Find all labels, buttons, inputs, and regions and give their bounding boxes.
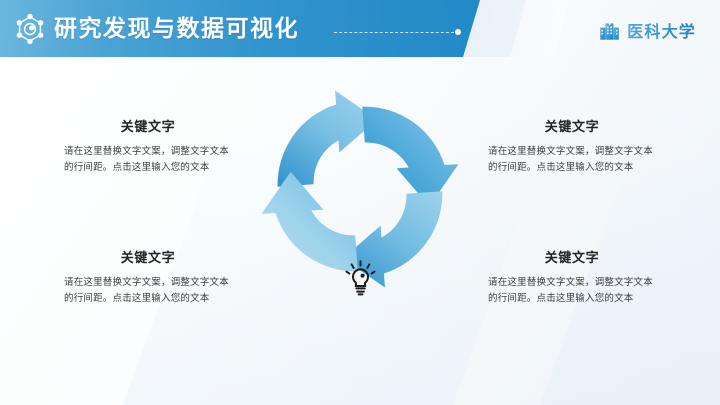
text-block-body: 请在这里替换文字文案，调整文字文本的行间距。点击这里输入您的文本 <box>64 277 229 304</box>
page-title: 研究发现与数据可视化 <box>54 15 299 41</box>
slide-body: 关键文字 请在这里替换文字文案，调整文字文本的行间距。点击这里输入您的文本 关键… <box>0 57 720 405</box>
text-block-heading: 关键文字 <box>120 250 176 265</box>
text-block-heading: 关键文字 <box>120 119 176 134</box>
header-blue-bar <box>0 0 480 57</box>
text-block-top-right: 关键文字 请在这里替换文字文案，调整文字文本的行间距。点击这里输入您的文本 <box>488 119 656 176</box>
text-block-heading: 关键文字 <box>544 250 600 265</box>
text-block-body: 请在这里替换文字文案，调整文字文本的行间距。点击这里输入您的文本 <box>64 146 229 173</box>
lightbulb-idea-icon <box>344 260 377 296</box>
text-block-top-left: 关键文字 请在这里替换文字文案，调整文字文本的行间距。点击这里输入您的文本 <box>64 119 232 176</box>
organization-badge: 医科大学 <box>599 18 696 42</box>
four-arrow-cycle-diagram <box>248 77 472 333</box>
dashed-connector-line-icon <box>334 29 465 35</box>
cycle-arrow-left <box>261 171 358 272</box>
text-block-heading: 关键文字 <box>544 119 600 134</box>
text-block-body: 请在这里替换文字文案，调整文字文本的行间距。点击这里输入您的文本 <box>488 277 653 304</box>
cycle-arrow-bottom <box>342 191 443 288</box>
text-block-bottom-left: 关键文字 请在这里替换文字文案，调整文字文本的行间距。点击这里输入您的文本 <box>64 250 232 307</box>
organization-name: 医科大学 <box>627 18 696 42</box>
molecule-network-icon <box>13 12 47 46</box>
slide-header: 研究发现与数据可视化 <box>0 0 720 57</box>
hospital-building-icon <box>599 19 620 41</box>
cycle-arrow-right <box>362 106 459 207</box>
text-block-body: 请在这里替换文字文案，调整文字文本的行间距。点击这里输入您的文本 <box>488 146 653 173</box>
text-block-bottom-right: 关键文字 请在这里替换文字文案，调整文字文本的行间距。点击这里输入您的文本 <box>488 250 656 307</box>
cycle-arrow-top <box>277 90 378 187</box>
